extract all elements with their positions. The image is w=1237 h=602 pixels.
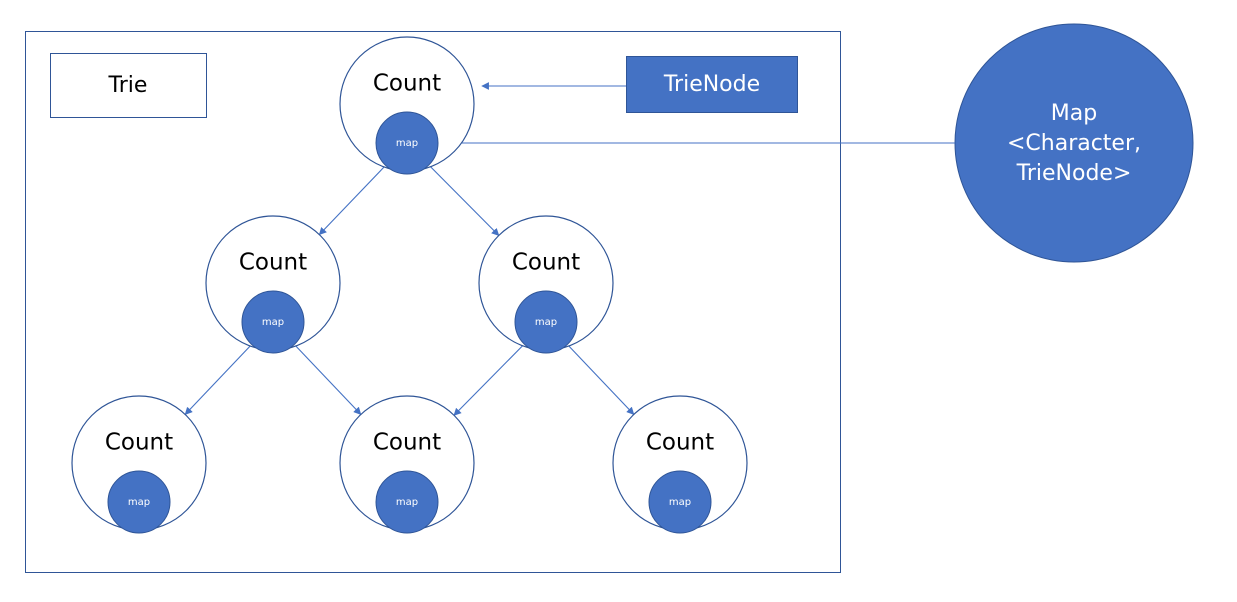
map-type-line-2: <Character, <box>1007 131 1141 156</box>
node-count-label: Count <box>646 430 714 456</box>
node-map-label: map <box>396 138 418 149</box>
node-map-disc <box>107 470 171 534</box>
map-type-line-3: TrieNode> <box>1016 161 1132 186</box>
node-count-label: Count <box>373 71 441 97</box>
trie-node-level2-right: Count map <box>612 395 748 534</box>
node-map-disc <box>241 290 305 354</box>
edge-level1-left-to-level2-left <box>184 344 252 415</box>
map-type-line-1: Map <box>1051 101 1097 126</box>
trienode-label: TrieNode <box>663 72 760 97</box>
node-map-disc <box>375 111 439 175</box>
node-map-disc <box>648 470 712 534</box>
edge-root-to-level1-left <box>318 165 386 236</box>
trie-node-root: Count map <box>339 36 475 175</box>
node-map-disc <box>514 290 578 354</box>
node-count-label: Count <box>105 430 173 456</box>
trie-node-level2-left: Count map <box>71 395 207 534</box>
trie-label: Trie <box>108 73 148 98</box>
trie-node-level1-right: Count map <box>478 215 614 354</box>
node-map-label: map <box>128 497 150 508</box>
edge-level1-left-to-level2-middle <box>294 344 362 415</box>
trienode-type-box: TrieNode <box>626 56 798 113</box>
node-count-label: Count <box>373 430 441 456</box>
trie-container-frame <box>25 31 841 573</box>
tree-edges <box>184 164 635 416</box>
node-map-label: map <box>262 317 284 328</box>
trie-node-level2-middle: Count map <box>339 395 475 534</box>
edge-level1-right-to-level2-middle <box>453 343 525 416</box>
tree-nodes: CountmapCountmapCountmapCountmapCountmap… <box>71 36 748 534</box>
edge-root-to-level1-right <box>428 164 500 237</box>
node-map-disc <box>375 470 439 534</box>
trie-node-level1-left: Count map <box>205 215 341 354</box>
node-count-label: Count <box>239 250 307 276</box>
trie-label-box: Trie <box>50 53 207 118</box>
node-count-label: Count <box>512 250 580 276</box>
node-map-label: map <box>669 497 691 508</box>
node-map-label: map <box>535 317 557 328</box>
map-type-circle: Map <Character, TrieNode> <box>954 23 1194 263</box>
node-map-label: map <box>396 497 418 508</box>
edge-level1-right-to-level2-right <box>567 344 635 415</box>
